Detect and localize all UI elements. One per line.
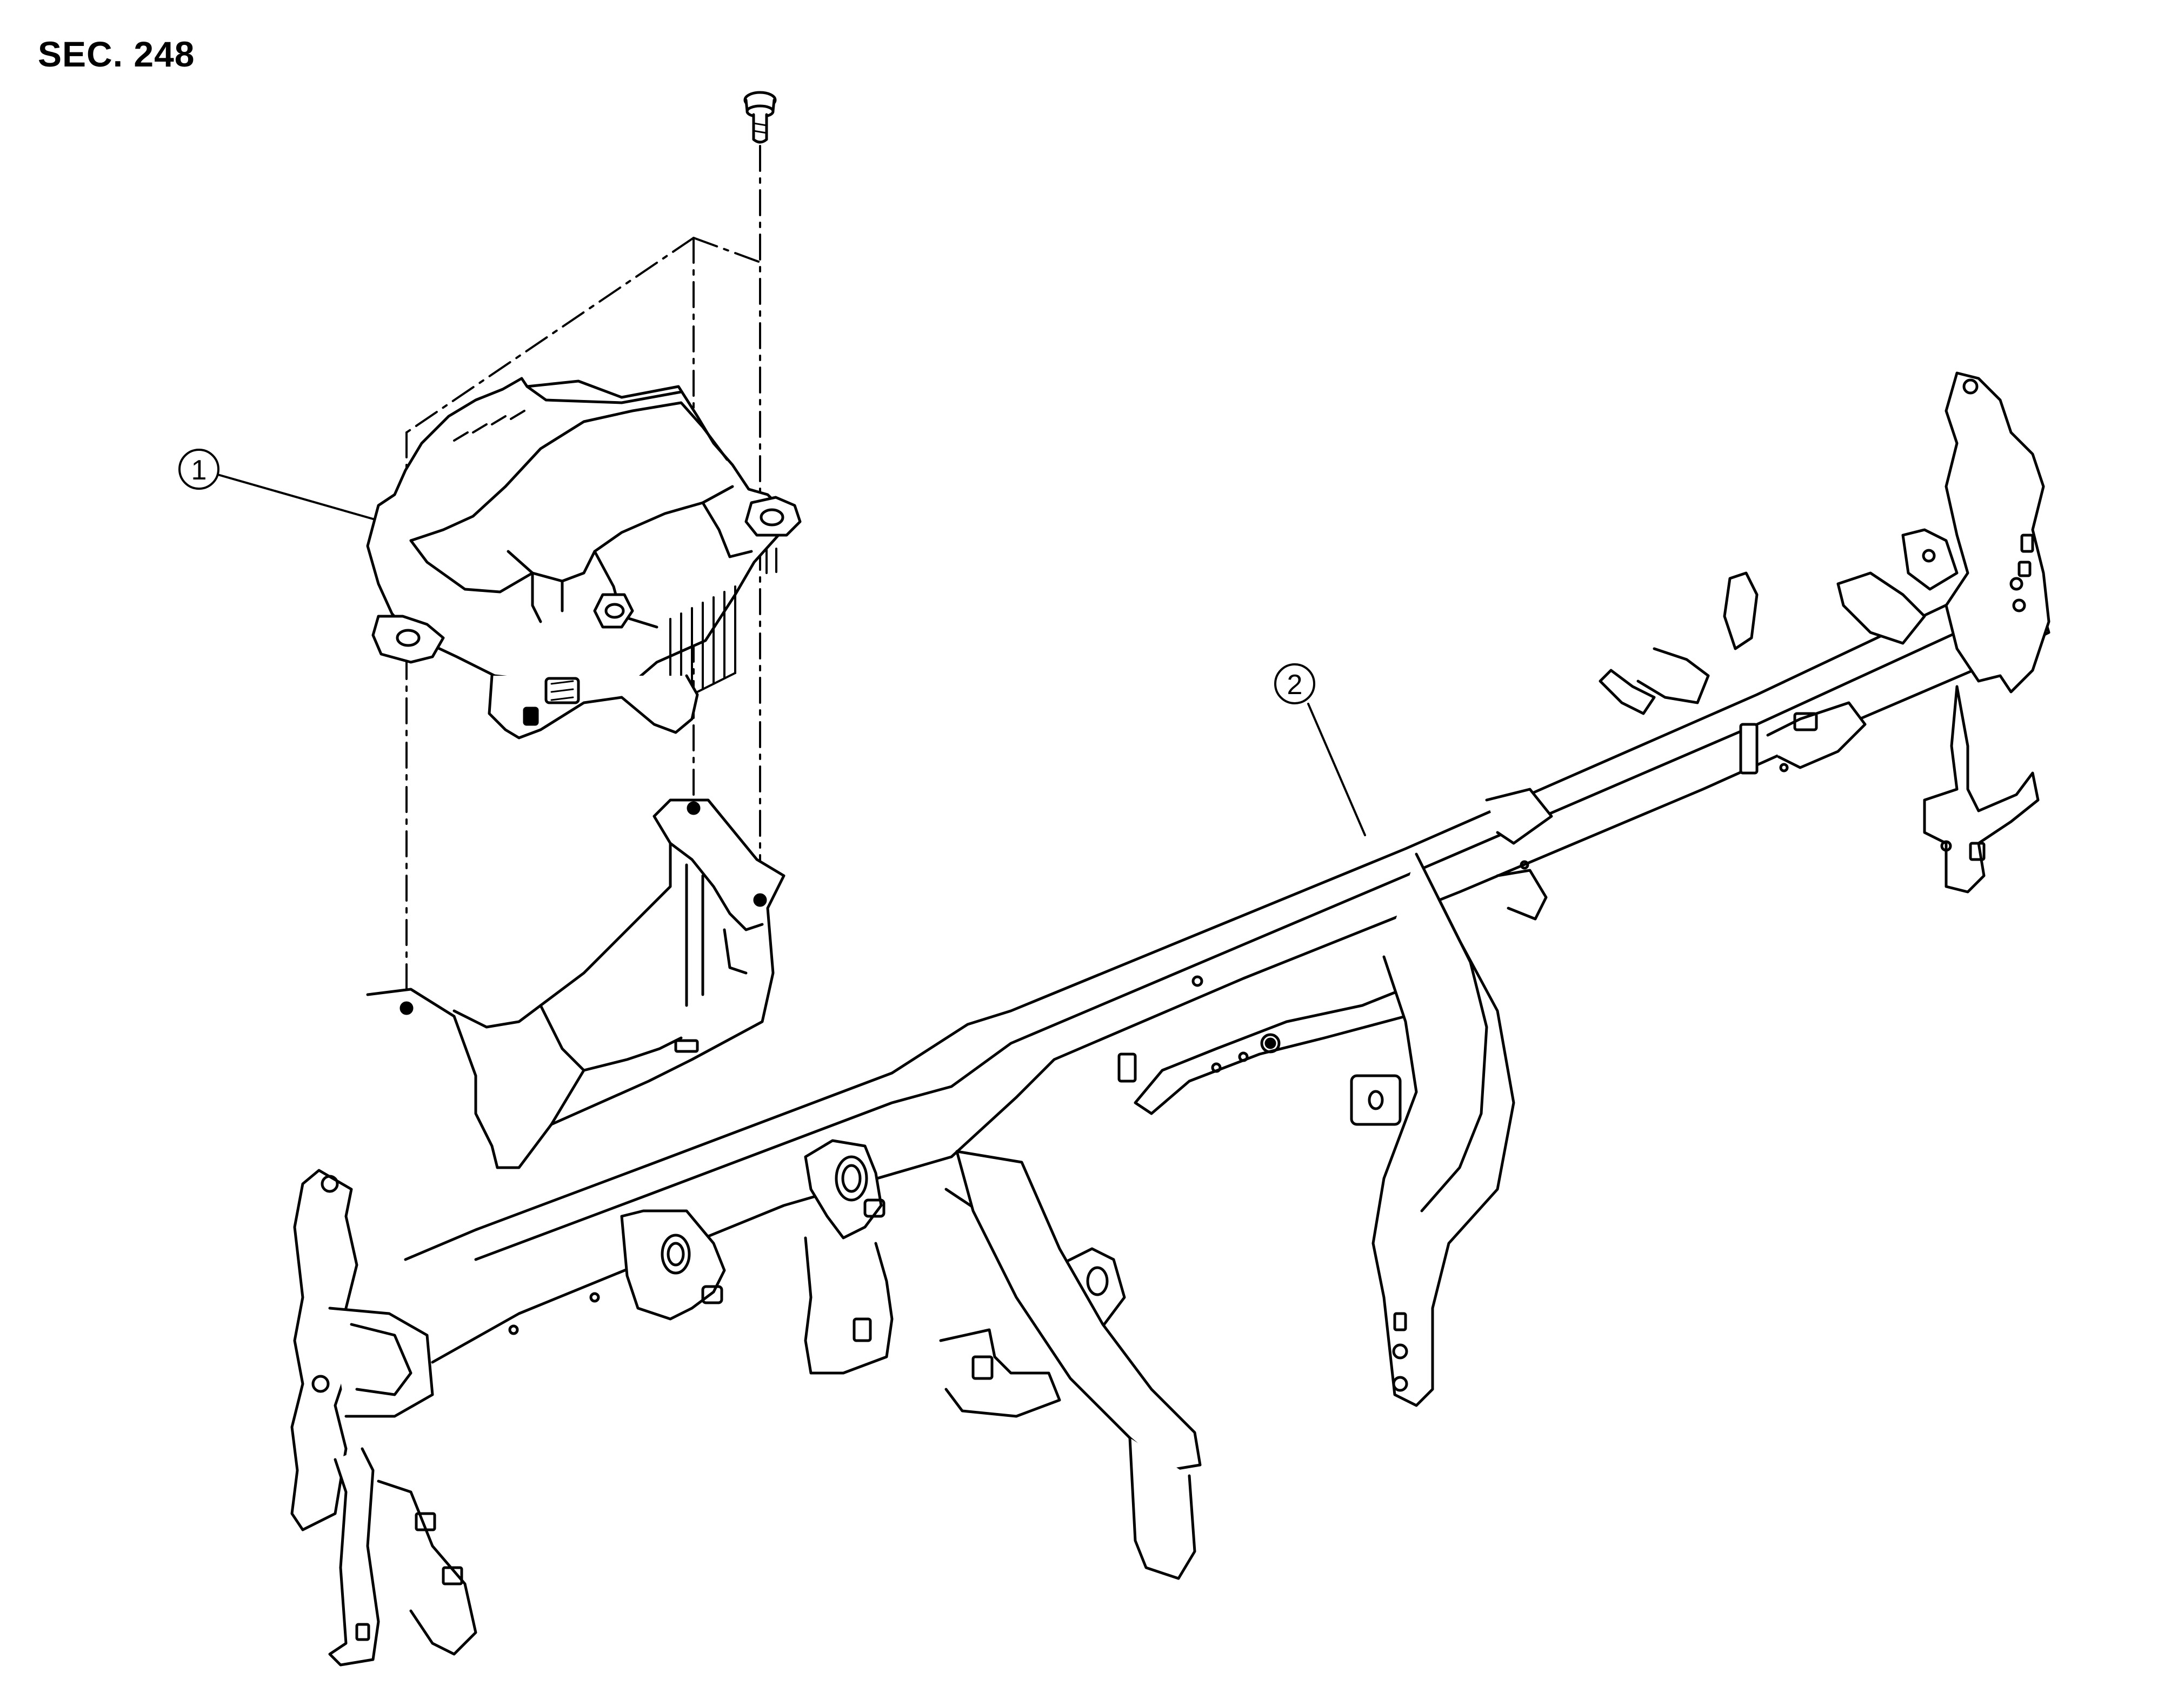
bolt-icon xyxy=(743,91,777,144)
callout-1: 1 xyxy=(178,449,374,520)
callout-2: 2 xyxy=(1274,663,1366,836)
section-label: SEC. 248 xyxy=(38,34,195,74)
control-unit-housing-icon xyxy=(366,377,802,739)
steering-member-icon xyxy=(290,371,2050,1667)
callout-1-number: 1 xyxy=(191,455,207,486)
callout-2-number: 2 xyxy=(1287,669,1303,701)
